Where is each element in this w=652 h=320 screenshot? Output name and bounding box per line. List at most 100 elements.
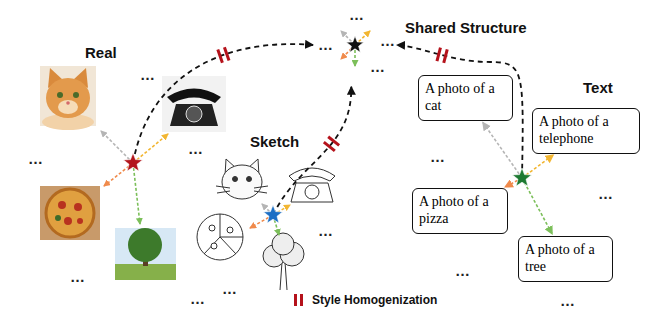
ellipsis-slot: … (28, 150, 43, 168)
ellipsis: … (70, 268, 85, 285)
ellipsis-slot: … (222, 280, 237, 298)
ellipsis-slot: … (318, 36, 333, 54)
ellipsis-slot: … (370, 58, 385, 76)
real-pizza-photo (40, 186, 100, 240)
illustration-part (305, 185, 319, 199)
ellipsis: … (349, 6, 364, 23)
illustration-part (289, 168, 335, 181)
illustration-part (40, 186, 100, 240)
illustration-part (197, 214, 243, 260)
alignment-arrow (273, 87, 351, 215)
illustration-part (115, 228, 176, 280)
illustration-part (46, 189, 94, 237)
illustration-part (133, 163, 140, 224)
illustration-part (115, 264, 176, 280)
circle-heading: Sketch (250, 133, 299, 150)
circle-heading: Shared Structure (405, 19, 527, 36)
edges (133, 44, 554, 234)
illustration-part (291, 183, 333, 202)
ellipsis: … (188, 140, 203, 157)
ellipsis: … (380, 32, 395, 49)
ellipsis: … (28, 150, 43, 167)
ellipsis-slot: … (598, 185, 613, 203)
anchor-star (124, 153, 143, 171)
illustration-part (77, 218, 83, 224)
caption-text: A photo of a telephone (539, 114, 633, 148)
illustration-part (128, 228, 162, 262)
illustration-part (280, 262, 287, 290)
domain-circle: Real (12, 32, 298, 318)
feature-arrow (483, 122, 522, 178)
ellipsis-slot: … (560, 292, 575, 310)
illustration-part (133, 134, 168, 163)
red-bar (216, 49, 223, 63)
legend-text: Style Homogenization (312, 293, 437, 307)
sketch-pizza (197, 214, 243, 260)
illustration-part (272, 233, 294, 255)
heading-slot: Sketch (250, 133, 299, 151)
domain-circle: Text A photo of a cat A photo of a telepho… (380, 45, 650, 315)
feature-arrow (522, 178, 552, 234)
illustration-part (186, 106, 202, 122)
illustration-part (162, 76, 226, 132)
circle-heading: Real (85, 44, 117, 61)
red-bar (223, 47, 230, 61)
shared-feature-arrows (341, 31, 370, 66)
homogenization-mark (216, 47, 230, 64)
ellipsis-slot: … (430, 148, 445, 166)
ellipsis-slot: … (188, 140, 203, 158)
illustration-part (58, 100, 78, 114)
real-cat-photo (40, 66, 96, 130)
red-bar (442, 49, 448, 63)
circle-outline (12, 32, 298, 318)
real-telephone-photo (162, 76, 226, 132)
illustration-part (57, 92, 63, 98)
legend: Style Homogenization (290, 292, 437, 308)
homogenization-mark (323, 136, 340, 153)
ellipsis: … (560, 292, 575, 309)
heading-slot: Shared Structure (405, 19, 527, 37)
illustration-part (46, 78, 90, 118)
sketch-cat (216, 159, 268, 199)
illustration-part (58, 201, 66, 209)
ellipsis: … (318, 36, 333, 53)
heading-slot: Text (583, 79, 613, 97)
ellipsis: … (190, 290, 205, 307)
illustration-part (101, 131, 133, 163)
caption-box: A photo of a cat (418, 75, 513, 121)
caption-box: A photo of a tree (518, 236, 613, 282)
ellipsis: … (598, 185, 613, 202)
illustration-part (66, 101, 70, 105)
dashed-circle (314, 4, 396, 86)
ellipsis: … (318, 222, 333, 239)
caption-text: A photo of a tree (525, 242, 606, 276)
illustration-part (74, 203, 82, 211)
anchor-star (264, 205, 283, 223)
illustration-part (211, 243, 217, 249)
illustration-part (167, 89, 221, 104)
illustration-part (170, 104, 218, 126)
real-feature-arrows (101, 131, 168, 224)
ellipsis-slot: … (70, 268, 85, 286)
ellipsis-slot: … (380, 32, 395, 50)
homogenization-mark (436, 47, 449, 63)
caption-text: A photo of a pizza (419, 194, 501, 228)
ellipsis-slot: … (349, 6, 364, 24)
ellipsis: … (370, 58, 385, 75)
ellipsis-slot: … (190, 290, 205, 308)
anchor-star (346, 36, 363, 52)
illustration-part (55, 215, 61, 221)
sketch-feature-arrows (250, 204, 290, 235)
red-bar (327, 136, 340, 147)
ellipsis-slot: … (140, 66, 155, 84)
ellipsis: … (222, 280, 237, 297)
red-bar (300, 294, 303, 306)
illustration-part (216, 186, 268, 193)
caption-box: A photo of a pizza (412, 188, 508, 234)
domain-disc (380, 45, 650, 315)
sketch-tree (263, 233, 304, 290)
style-homogenization-symbol (290, 292, 308, 308)
domain-disc (12, 32, 298, 318)
real-tree-photo (115, 228, 176, 280)
